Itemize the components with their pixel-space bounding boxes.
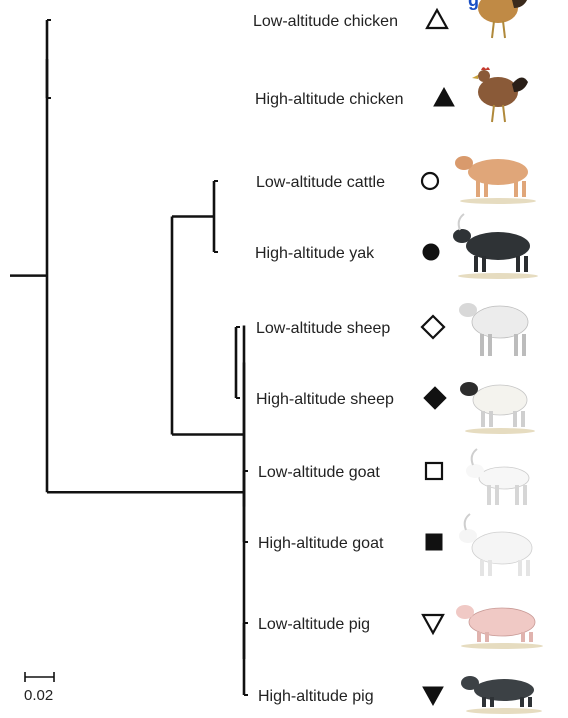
taxon-label-high-chicken: High-altitude chicken xyxy=(255,91,404,108)
square-open-icon xyxy=(426,463,442,479)
sheep-illustration xyxy=(459,303,528,356)
tree-branches xyxy=(10,20,248,695)
taxon-label-low-chicken: Low-altitude chicken xyxy=(253,13,398,30)
animal-illustrations xyxy=(453,0,543,714)
square-filled-icon xyxy=(426,534,442,550)
diamond-filled-icon xyxy=(424,387,446,409)
triangle-down-filled-icon xyxy=(423,687,443,705)
taxon-label-low-pig: Low-altitude pig xyxy=(258,616,370,633)
taxon-label-high-sheep: High-altitude sheep xyxy=(256,391,394,408)
circle-open-icon xyxy=(422,173,438,189)
goat-illustration xyxy=(459,514,532,576)
taxon-label-high-pig: High-altitude pig xyxy=(258,688,374,705)
pig-illustration xyxy=(456,605,543,649)
triangle-up-open-icon xyxy=(427,10,447,28)
taxon-markers xyxy=(422,10,454,705)
taxon-label-low-goat: Low-altitude goat xyxy=(258,464,380,481)
chicken-illustration xyxy=(472,0,528,38)
taxon-label-low-sheep: Low-altitude sheep xyxy=(256,320,390,337)
scale-bar-label: 0.02 xyxy=(24,687,53,704)
triangle-up-filled-icon xyxy=(434,88,454,106)
taxon-label-high-goat: High-altitude goat xyxy=(258,535,384,552)
chicken-illustration xyxy=(472,67,528,122)
taxon-label-high-yak: High-altitude yak xyxy=(255,245,375,262)
header-fragment-text: g xyxy=(468,0,479,10)
circle-filled-icon xyxy=(423,244,439,260)
goat-illustration xyxy=(466,449,529,505)
triangle-down-open-icon xyxy=(423,615,443,633)
diamond-open-icon xyxy=(422,316,444,338)
cattle-illustration xyxy=(455,156,536,204)
taxon-label-low-cattle: Low-altitude cattle xyxy=(256,174,385,191)
scale-bar: 0.02 xyxy=(24,672,54,704)
sheep-illustration xyxy=(460,382,535,434)
yak-illustration xyxy=(453,214,538,279)
pig-illustration xyxy=(461,676,542,714)
